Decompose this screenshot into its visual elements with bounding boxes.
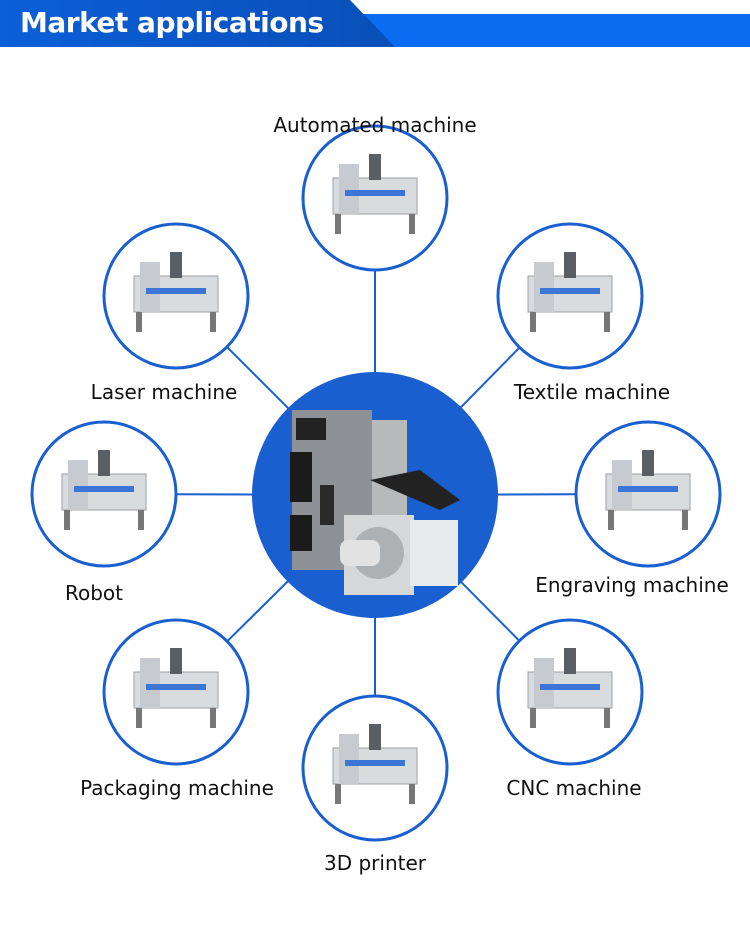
- robot-image: [61, 450, 147, 530]
- 3d-printer-image: [332, 724, 418, 804]
- header-title-block: [0, 0, 395, 47]
- application-circle-textile-machine: [496, 222, 644, 370]
- application-circle-laser-machine: [102, 222, 250, 370]
- page-title: Market applications: [20, 6, 324, 39]
- label-textile-machine: Textile machine: [513, 380, 671, 404]
- application-circle-automated-machine: [301, 124, 449, 272]
- application-circle-robot: [30, 420, 178, 568]
- label-robot: Robot: [64, 581, 124, 605]
- application-circle-engraving-machine: [574, 420, 722, 568]
- label-3d-printer: 3D printer: [323, 851, 427, 875]
- label-packaging-machine: Packaging machine: [80, 776, 274, 800]
- engraving-machine-image: [605, 450, 691, 530]
- application-circle-cnc-machine: [496, 618, 644, 766]
- packaging-machine-image: [133, 648, 219, 728]
- label-automated-machine: Automated machine: [273, 113, 477, 137]
- textile-machine-image: [527, 252, 613, 332]
- servo-drive-image: [290, 410, 460, 595]
- application-circle-packaging-machine: [102, 618, 250, 766]
- label-engraving-machine: Engraving machine: [535, 573, 729, 597]
- center-product: [252, 372, 498, 618]
- laser-machine-image: [133, 252, 219, 332]
- label-laser-machine: Laser machine: [90, 380, 238, 404]
- application-circle-3d-printer: [301, 694, 449, 842]
- cnc-machine-image: [527, 648, 613, 728]
- label-cnc-machine: CNC machine: [506, 776, 642, 800]
- automated-machine-image: [332, 154, 418, 234]
